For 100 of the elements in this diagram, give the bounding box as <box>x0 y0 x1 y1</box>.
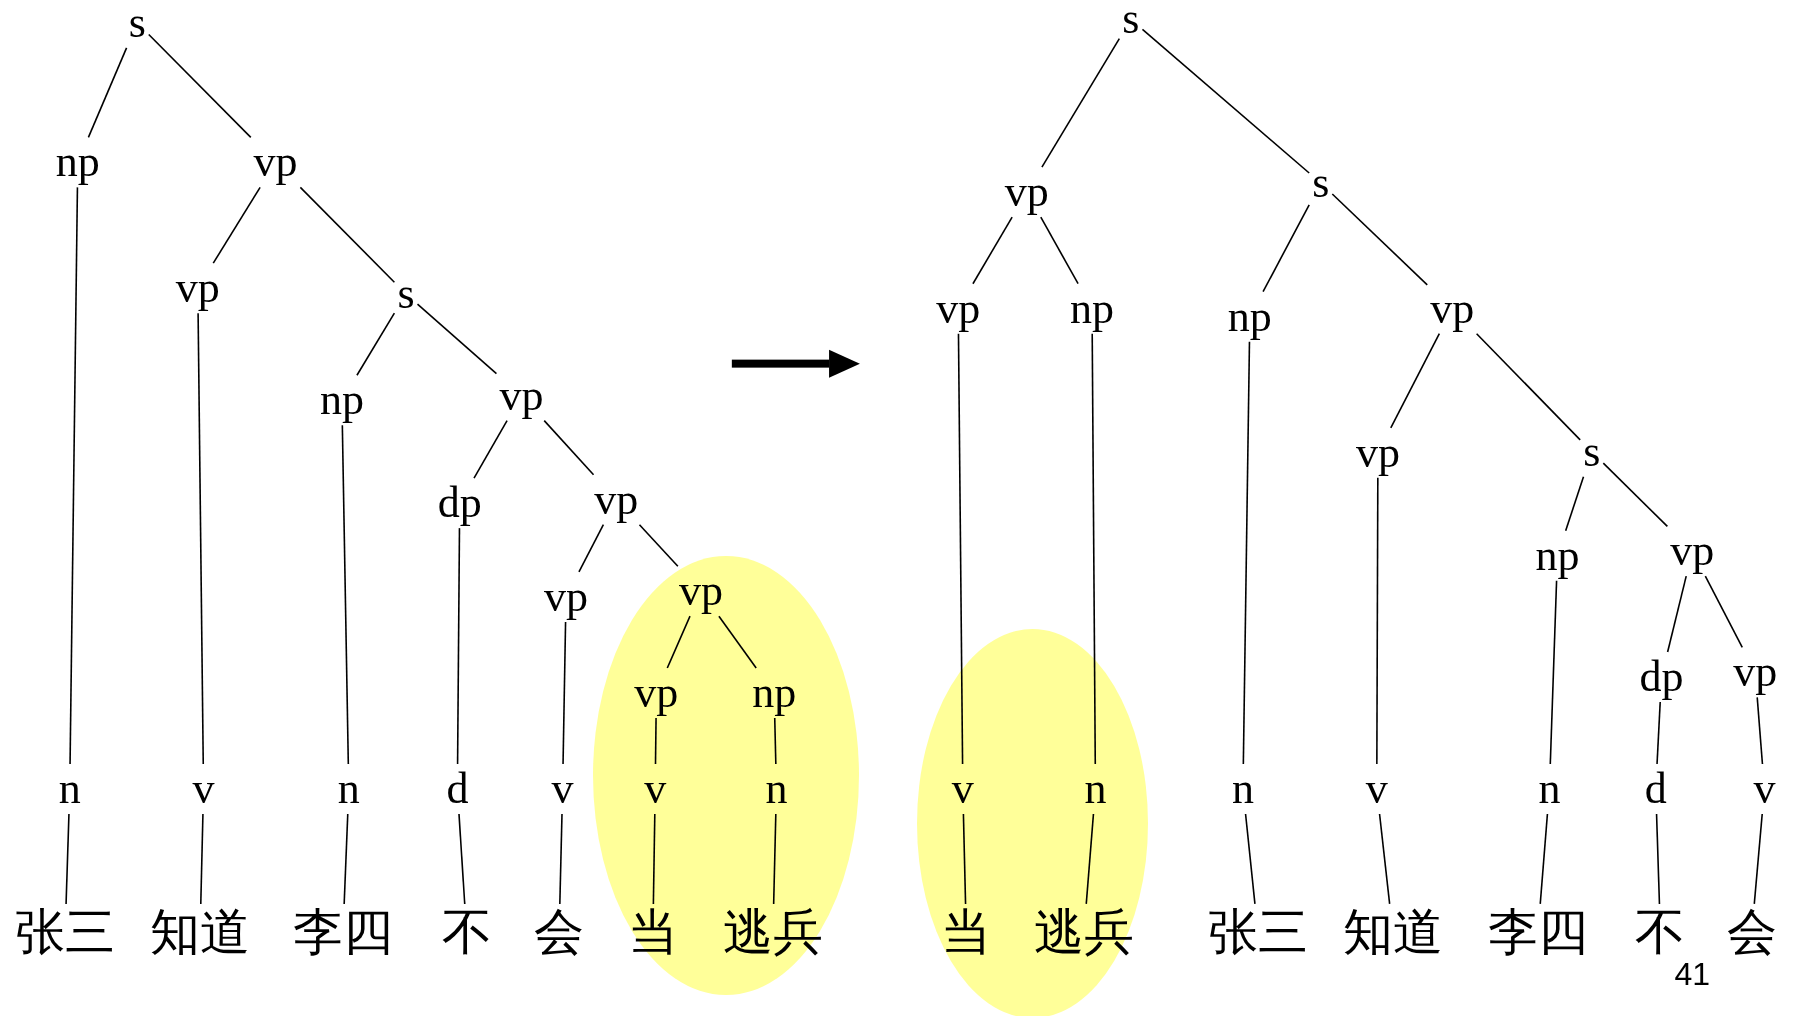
tree-branch <box>456 527 461 765</box>
tree-label: 逃兵 <box>723 906 823 957</box>
tree-label: d <box>1644 767 1667 811</box>
tree-label: n <box>58 767 81 811</box>
tree-branch <box>1753 813 1763 905</box>
tree-label: vp <box>1004 170 1049 215</box>
tree-branch <box>957 332 964 765</box>
tree-branch <box>200 813 204 905</box>
tree-label: n <box>1084 767 1107 811</box>
tree-branch <box>1756 696 1764 765</box>
tree-label: s <box>1122 0 1140 42</box>
tree-label: vp <box>634 670 679 715</box>
tree-label: vp <box>936 286 981 331</box>
tree-label: s <box>1583 429 1601 474</box>
tree-branch <box>1378 813 1391 905</box>
tree-branch <box>638 523 679 567</box>
tree-branch <box>1085 813 1095 905</box>
tree-label: d <box>446 767 469 811</box>
tree-label: n <box>1231 767 1254 811</box>
tree-branch <box>1331 193 1429 286</box>
tree-branch <box>773 717 777 765</box>
tree-branch <box>473 419 508 479</box>
tree-branch <box>341 424 350 765</box>
tree-label: vp <box>175 266 220 311</box>
tree-label: 当 <box>627 906 678 957</box>
tree-branch <box>1602 462 1669 528</box>
tree-label: vp <box>1733 650 1778 695</box>
tree-label: 不 <box>1635 906 1686 957</box>
tree-branch <box>1141 28 1310 174</box>
tree-branch <box>1539 813 1549 905</box>
tree-branch <box>87 47 128 139</box>
tree-label: s <box>397 271 415 316</box>
tree-label: np <box>1070 286 1115 331</box>
tree-label: np <box>1227 294 1272 339</box>
tree-label: vp <box>499 373 544 418</box>
tree-label: v <box>951 767 974 811</box>
tree-label: 李四 <box>293 906 394 957</box>
tree-label: np <box>55 140 100 185</box>
tree-branch <box>1091 332 1097 765</box>
tree-branch <box>1666 575 1687 653</box>
tree-branch <box>69 186 79 765</box>
tree-label: s <box>128 0 146 45</box>
tree-branch <box>299 186 396 283</box>
tree-label: n <box>337 767 360 811</box>
tree-branch <box>962 813 967 905</box>
tree-branch <box>1376 477 1379 765</box>
tree-branch <box>578 523 605 573</box>
tree-branch <box>654 717 657 765</box>
tree-branch <box>718 615 757 669</box>
page-number: 41 <box>1674 958 1711 991</box>
tree-branch <box>65 813 70 905</box>
tree-label: dp <box>437 481 482 526</box>
tree-branch <box>148 33 252 139</box>
tree-branch <box>1549 579 1558 765</box>
tree-branch <box>666 615 691 669</box>
tree-label: s <box>1312 160 1330 205</box>
tree-label: v <box>551 767 574 811</box>
tree-label: n <box>765 767 788 811</box>
tree-branch <box>1564 475 1585 532</box>
tree-label: 不 <box>441 906 492 957</box>
tree-label: v <box>1365 767 1388 811</box>
tree-label: vp <box>253 140 298 185</box>
tree-label: np <box>752 670 797 715</box>
tree-label: 知道 <box>150 906 251 957</box>
tree-branch <box>1041 37 1121 168</box>
tree-label: 李四 <box>1488 906 1588 957</box>
tree-branch <box>1656 701 1661 765</box>
tree-label: dp <box>1639 654 1684 699</box>
tree-label: 张三 <box>1207 906 1308 957</box>
tree-branch <box>1655 813 1661 905</box>
tree-label: np <box>319 378 364 423</box>
tree-label: vp <box>594 477 639 522</box>
tree-branch <box>416 303 498 375</box>
tree-label: 会 <box>534 906 585 957</box>
tree-branch <box>559 813 563 905</box>
tree-label: 会 <box>1726 906 1777 957</box>
tree-label: 当 <box>941 906 992 957</box>
tree-branch <box>562 621 567 765</box>
tree-branch <box>1262 203 1310 293</box>
tree-branch <box>458 813 466 905</box>
tree-branch <box>543 419 595 476</box>
tree-branch <box>1475 332 1581 441</box>
tree-label: np <box>1535 533 1580 578</box>
tree-branch <box>652 813 656 905</box>
tree-branch <box>212 186 261 264</box>
tree-label: vp <box>544 574 588 619</box>
tree-label: vp <box>1670 529 1715 574</box>
tree-label: 知道 <box>1342 906 1443 957</box>
tree-branch <box>772 813 777 905</box>
tree-branch <box>1242 340 1251 765</box>
tree-branch <box>343 813 349 905</box>
tree-label: v <box>1753 767 1776 811</box>
tree-label: 逃兵 <box>1034 906 1134 957</box>
tree-branch <box>1244 813 1256 905</box>
tree-branch <box>1704 575 1744 649</box>
tree-branch <box>972 216 1013 285</box>
tree-label: v <box>644 767 667 811</box>
tree-label: v <box>192 767 215 811</box>
tree-label: vp <box>1355 430 1400 475</box>
tree-label: 张三 <box>15 906 116 957</box>
